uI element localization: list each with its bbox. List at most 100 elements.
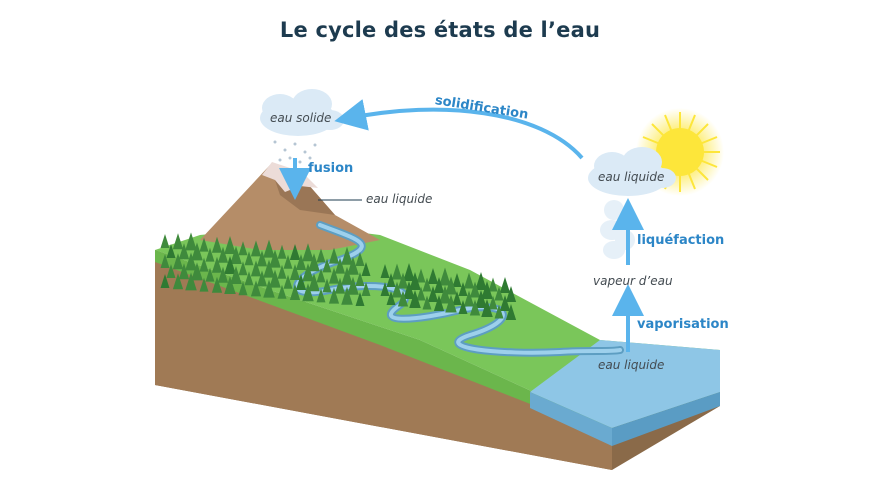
- tree-icon: [334, 257, 346, 274]
- tree-icon: [416, 268, 426, 283]
- tree-icon: [191, 262, 203, 281]
- tree-icon: [224, 256, 236, 274]
- tree-icon: [263, 279, 275, 298]
- tree-icon: [499, 295, 511, 311]
- tree-icon: [172, 273, 184, 290]
- tree-icon: [475, 272, 487, 290]
- tree-icon: [463, 290, 475, 307]
- tree-icon: [422, 277, 432, 292]
- tree-icon: [355, 272, 365, 286]
- tree-icon: [283, 254, 293, 269]
- tree-icon: [380, 282, 390, 296]
- tree-icon: [505, 286, 517, 302]
- tree-icon: [505, 304, 517, 320]
- tree-icon: [277, 264, 287, 279]
- tree-icon: [403, 281, 415, 299]
- tree-icon: [230, 266, 242, 284]
- tree-icon: [488, 295, 498, 310]
- tree-icon: [361, 262, 371, 276]
- tree-icon: [178, 263, 190, 280]
- tree-icon: [160, 274, 170, 288]
- tree-icon: [238, 241, 248, 256]
- label-fusion: fusion: [308, 161, 354, 176]
- tree-icon: [427, 268, 439, 284]
- tree-icon: [269, 249, 281, 268]
- tree-icon: [452, 273, 462, 287]
- tree-icon: [427, 286, 439, 302]
- tree-icon: [277, 284, 287, 299]
- tree-icon: [199, 277, 209, 292]
- tree-icon: [185, 232, 197, 251]
- tree-icon: [481, 299, 493, 317]
- tree-icon: [211, 256, 223, 273]
- cloud-liquid: [588, 147, 676, 196]
- tree-icon: [160, 234, 170, 248]
- tree-icon: [308, 253, 320, 272]
- tree-icon: [341, 266, 353, 285]
- tree-icon: [166, 244, 176, 258]
- tree-icon: [445, 294, 457, 313]
- tree-icon: [475, 290, 487, 308]
- tree-icon: [439, 267, 451, 286]
- tree-icon: [250, 240, 262, 257]
- tree-icon: [217, 246, 229, 263]
- tree-icon: [409, 272, 421, 290]
- tree-icon: [244, 271, 254, 286]
- tree-icon: [463, 272, 475, 289]
- tree-icon: [499, 277, 511, 293]
- tree-icon: [469, 299, 481, 316]
- tree-icon: [386, 291, 396, 305]
- cloud-solid: [260, 89, 344, 136]
- tree-icon: [230, 246, 242, 264]
- tree-icon: [224, 276, 236, 294]
- tree-icon: [334, 277, 346, 294]
- snow-particles: [273, 140, 317, 164]
- forest-left: [160, 232, 371, 306]
- tree-icon: [244, 251, 254, 266]
- tree-icon: [238, 261, 248, 276]
- tree-icon: [355, 292, 365, 306]
- tree-icon: [289, 284, 301, 300]
- label-liquefaction: liquéfaction: [637, 233, 725, 248]
- tree-icon: [302, 263, 314, 282]
- tree-icon: [469, 281, 481, 298]
- tree-icon: [347, 256, 359, 275]
- label-vapeur-eau: vapeur d’eau: [593, 274, 673, 288]
- tree-icon: [178, 243, 190, 260]
- label-eau-liquide-cloud: eau liquide: [598, 170, 665, 184]
- tree-icon: [238, 281, 248, 296]
- tree-icon: [205, 267, 215, 282]
- tree-icon: [217, 266, 229, 283]
- tree-icon: [341, 286, 353, 305]
- tree-icon: [277, 244, 287, 259]
- tree-icon: [191, 242, 203, 261]
- tree-icon: [256, 270, 268, 287]
- tree-icon: [283, 274, 293, 289]
- tree-icon: [452, 291, 462, 305]
- tree-icon: [302, 283, 314, 302]
- tree-icon: [445, 276, 457, 295]
- tree-icon: [481, 281, 493, 299]
- tree-icon: [199, 257, 209, 272]
- tree-icon: [295, 274, 307, 290]
- tree-icon: [458, 282, 468, 296]
- tree-icon: [386, 273, 396, 287]
- tree-icon: [433, 295, 445, 311]
- tree-icon: [488, 277, 498, 292]
- tree-icon: [433, 277, 445, 293]
- tree-icon: [316, 248, 326, 263]
- tree-icon: [316, 268, 326, 283]
- solidification-arrow: [334, 99, 584, 160]
- tree-icon: [403, 263, 415, 281]
- tree-icon: [409, 290, 421, 308]
- forest-middle: [380, 263, 517, 320]
- tree-icon: [185, 272, 197, 291]
- tree-icon: [263, 239, 275, 258]
- tree-icon: [289, 264, 301, 280]
- tree-icon: [263, 259, 275, 278]
- tree-icon: [397, 272, 409, 289]
- label-eau-liquide-mountain: eau liquide: [366, 192, 433, 206]
- tree-icon: [185, 252, 197, 271]
- sea: [530, 340, 720, 446]
